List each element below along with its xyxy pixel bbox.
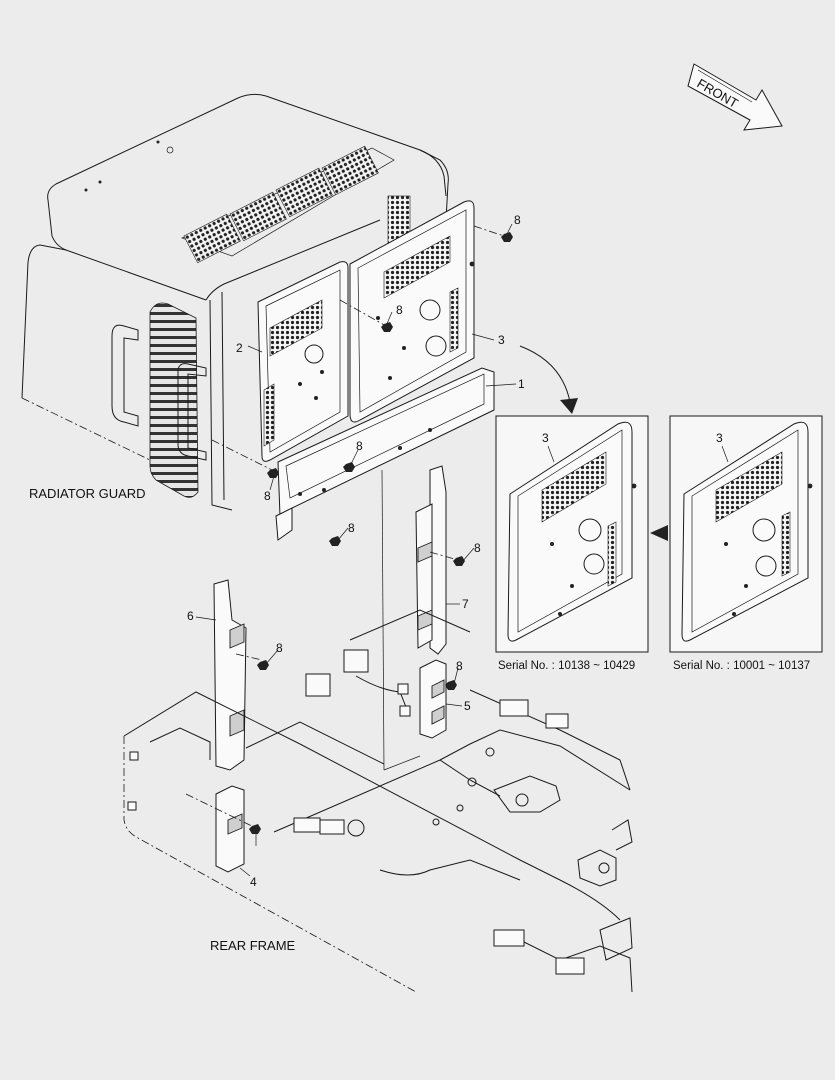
callout-5: 5: [464, 699, 471, 713]
bracket-part-6: [213, 579, 247, 771]
callout-2: 2: [236, 341, 243, 355]
inset-left: [495, 415, 649, 653]
detail-arrow-head: [560, 398, 578, 414]
callout-8: 8: [264, 489, 271, 503]
bracket-part-4: [215, 785, 245, 873]
callout-1: 1: [518, 377, 525, 391]
detail-arrow: [519, 345, 571, 403]
callout-3: 3: [498, 333, 505, 347]
bolts: [249, 232, 513, 834]
guard-panel-left: [257, 261, 349, 462]
inset-right-callout: 3: [716, 431, 723, 445]
radiator-guard-caption: RADIATOR GUARD: [29, 486, 146, 501]
engine-hood: [21, 93, 449, 511]
callout-8: 8: [356, 439, 363, 453]
inset-compare-arrow: [650, 525, 668, 541]
callout-8: 8: [396, 303, 403, 317]
bracket-part-7: [415, 465, 447, 655]
rear-frame: [123, 469, 633, 993]
inset-left-callout: 3: [542, 431, 549, 445]
callout-8: 8: [474, 541, 481, 555]
callout-8: 8: [348, 521, 355, 535]
leader-lines: [185, 223, 517, 877]
callout-8: 8: [514, 213, 521, 227]
inset-right-serial: Serial No. : 10001 ~ 10137: [673, 660, 810, 672]
callout-6: 6: [187, 609, 194, 623]
bracket-part-5: [419, 659, 447, 739]
callout-8: 8: [276, 641, 283, 655]
inset-right: [669, 415, 823, 653]
callout-7: 7: [462, 597, 469, 611]
rear-frame-caption: REAR FRAME: [210, 938, 296, 953]
front-direction-arrow: FRONT: [687, 63, 783, 131]
callout-4: 4: [250, 875, 257, 889]
guard-panel-right: [349, 200, 475, 423]
inset-left-serial: Serial No. : 10138 ~ 10429: [498, 660, 635, 672]
callout-8: 8: [456, 659, 463, 673]
guard-bottom-plate: [275, 367, 495, 541]
